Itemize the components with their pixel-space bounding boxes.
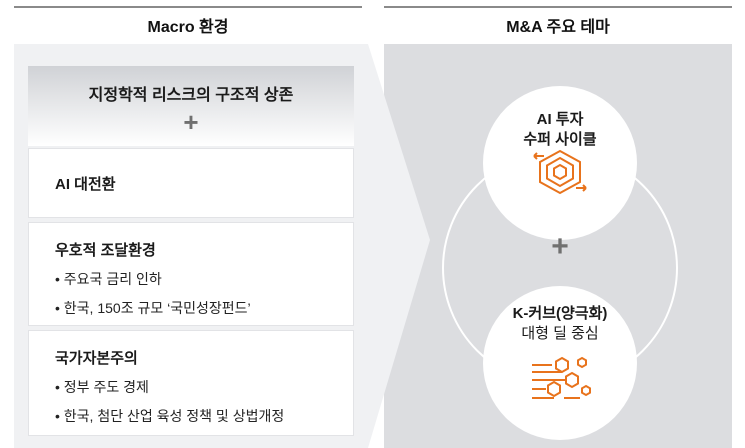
macro-header: Macro 환경	[14, 6, 362, 42]
ai-investment-subtitle: 수퍼 사이클	[523, 131, 597, 148]
hexagon-cycle-icon	[533, 149, 587, 195]
state-capitalism-title: 국가자본주의	[55, 350, 138, 367]
k-curve-circle: K-커브(양극화) 대형 딜 중심	[483, 286, 637, 440]
ai-investment-title: AI 투자	[536, 111, 584, 128]
ai-transition-title: AI 대전환	[55, 175, 116, 193]
ai-investment-circle: AI 투자 수퍼 사이클	[483, 86, 637, 240]
state-capitalism-bullet: 한국, 첨단 산업 육성 정책 및 상법개정	[55, 406, 353, 426]
state-capitalism-bullet: 정부 주도 경제	[55, 377, 353, 397]
hexagon-network-icon	[532, 356, 591, 399]
financing-bullet: 한국, 150조 규모 ‘국민성장펀드’	[55, 298, 353, 318]
plus-sign: +	[551, 230, 569, 263]
geopolitical-risk-title: 지정학적 리스크의 구조적 상존	[88, 87, 294, 104]
ma-themes-header: M&A 주요 테마	[384, 6, 732, 42]
financing-bullet: 주요국 금리 인하	[55, 269, 353, 289]
k-curve-title: K-커브(양극화)	[512, 305, 608, 322]
ai-transition-box: AI 대전환	[28, 148, 354, 218]
plus-sign: +	[183, 107, 199, 137]
financing-environment-box: 우호적 조달환경 주요국 금리 인하 한국, 150조 규모 ‘국민성장펀드’	[28, 222, 354, 326]
state-capitalism-box: 국가자본주의 정부 주도 경제 한국, 첨단 산업 육성 정책 및 상법개정	[28, 330, 354, 436]
geopolitical-risk-box: 지정학적 리스크의 구조적 상존 +	[28, 66, 354, 146]
k-curve-subtitle: 대형 딜 중심	[521, 325, 599, 342]
financing-environment-title: 우호적 조달환경	[55, 242, 156, 259]
